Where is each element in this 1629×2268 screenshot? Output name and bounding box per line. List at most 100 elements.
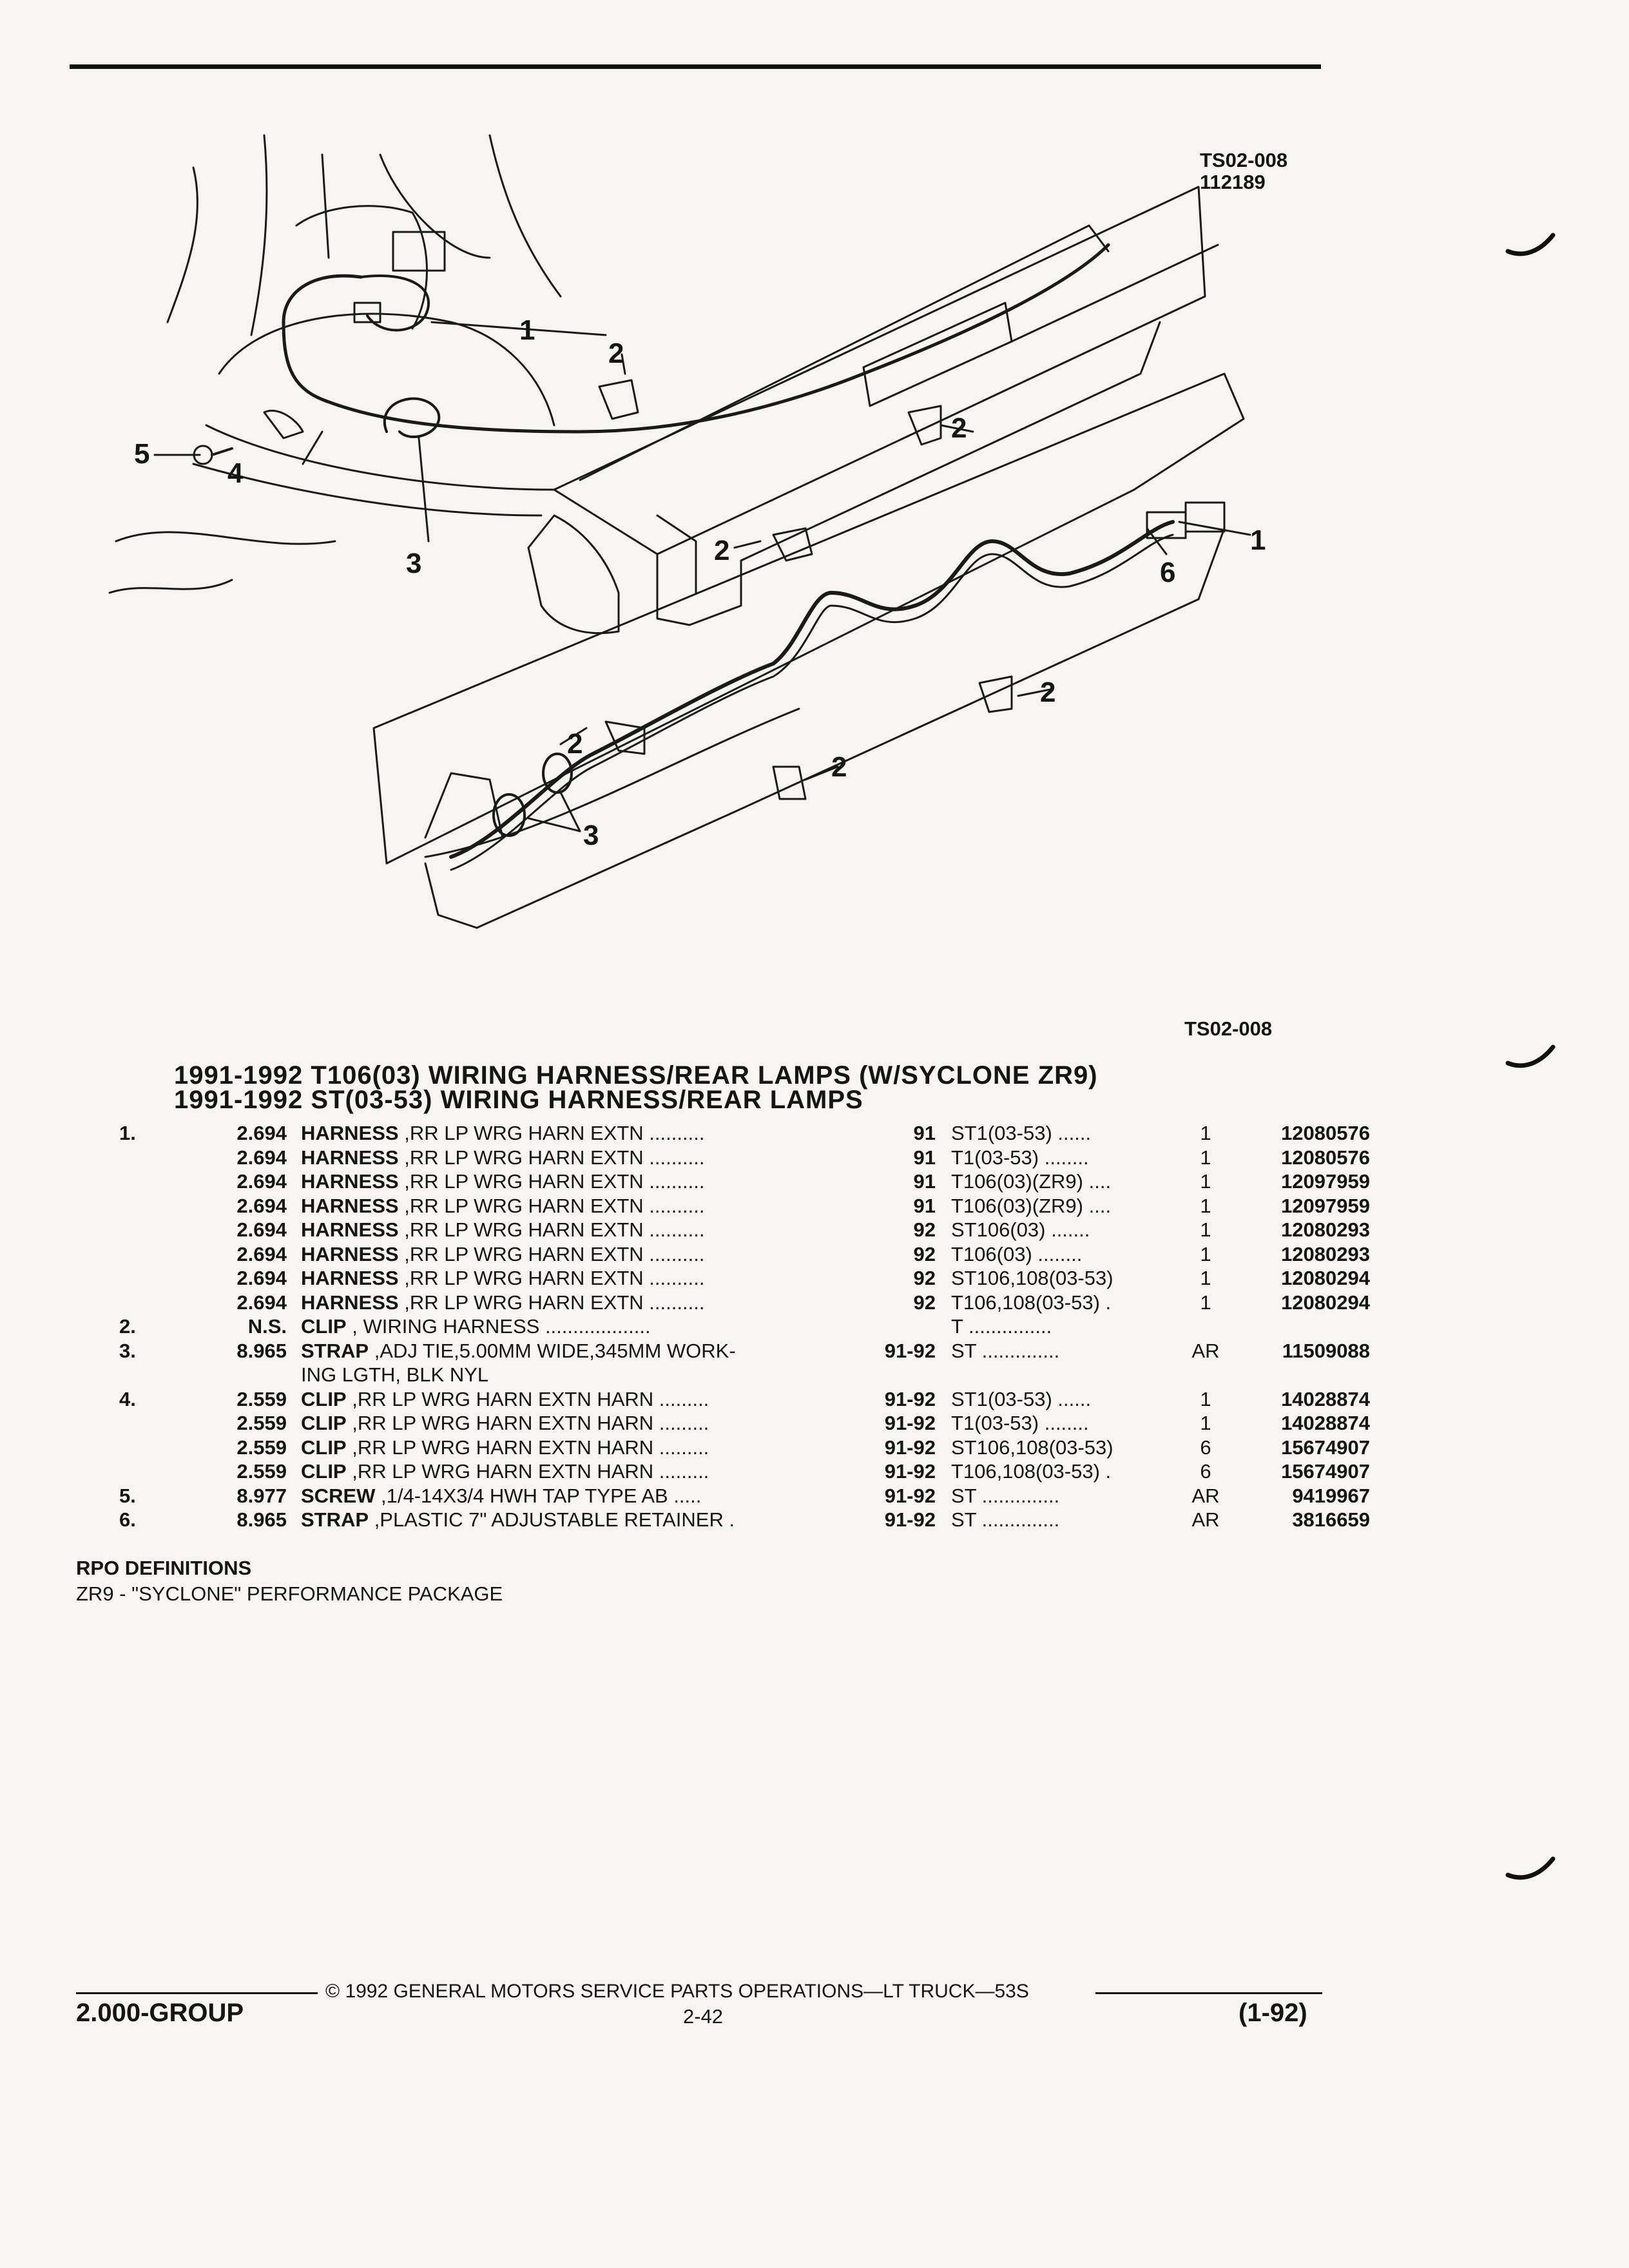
cell-part-number: 14028874 [1281, 1387, 1370, 1410]
leader-dots: .......... [643, 1194, 705, 1217]
cell-application: ST106,108(03-53) [951, 1267, 1113, 1289]
title-line-2: 1991-1992 ST(03-53) WIRING HARNESS/REAR … [174, 1086, 863, 1114]
cell-description: STRAP ,PLASTIC 7" ADJUSTABLE RETAINER . [301, 1508, 862, 1532]
cell-description: HARNESS ,RR LP WRG HARN EXTN .......... [301, 1121, 862, 1146]
cell-model-years: 91-92 [884, 1508, 936, 1531]
cell-part-number: 15674907 [1281, 1460, 1370, 1483]
cell-group-number: 2.559 [236, 1412, 287, 1434]
callout-5: 5 [134, 438, 150, 470]
cell-part-number [1222, 1314, 1370, 1339]
part-description: ,RR LP WRG HARN EXTN [398, 1146, 644, 1169]
part-name: CLIP [301, 1460, 347, 1483]
cell-model-years: 91-92 [884, 1460, 936, 1483]
cell-description: HARNESS ,RR LP WRG HARN EXTN .......... [301, 1291, 862, 1315]
table-row: 2.N.S.CLIP , WIRING HARNESS ............… [119, 1314, 1370, 1339]
cell-quantity: AR [1191, 1508, 1220, 1531]
cell-description: CLIP ,RR LP WRG HARN EXTN HARN ......... [301, 1459, 862, 1484]
part-description: ,RR LP WRG HARN EXTN HARN [346, 1412, 654, 1434]
part-name: HARNESS [301, 1291, 399, 1314]
part-name: SCREW [301, 1484, 376, 1507]
cell-application: T106(03) ........ [951, 1242, 1083, 1265]
cell-application: ST .............. [951, 1339, 1060, 1362]
cell-item-number [119, 1146, 200, 1170]
part-name: CLIP [301, 1315, 347, 1338]
cell-application [951, 1363, 1190, 1387]
cell-quantity [1190, 1314, 1222, 1339]
footer-page-number: 2-42 [683, 2005, 724, 2028]
rpo-definitions: RPO DEFINITIONS ZR9 - "SYCLONE" PERFORMA… [76, 1555, 503, 1607]
cell-quantity: 1 [1200, 1218, 1211, 1241]
cell-model-years: 91 [913, 1170, 936, 1193]
cell-part-number: 9419967 [1292, 1484, 1370, 1507]
cell-model-years: 91-92 [884, 1436, 936, 1459]
cell-application: ST106(03) ....... [951, 1218, 1090, 1241]
cell-quantity: 1 [1200, 1267, 1211, 1289]
cell-item-number: 3. [119, 1339, 136, 1362]
leader-dots: ..... [668, 1484, 702, 1507]
cell-application: T1(03-53) ........ [951, 1146, 1089, 1169]
leader-dots: .......... [643, 1267, 705, 1289]
cell-model-years: 92 [913, 1218, 936, 1241]
cell-quantity: 6 [1200, 1436, 1211, 1459]
cell-item-number: 4. [119, 1387, 136, 1410]
cell-part-number: 12080294 [1281, 1267, 1370, 1289]
cell-application: T106,108(03-53) . [951, 1291, 1112, 1314]
cell-description: CLIP , WIRING HARNESS ..................… [301, 1314, 862, 1339]
footer-group: 2.000-GROUP [76, 1999, 244, 2027]
part-name: HARNESS [301, 1267, 399, 1289]
cell-description: ING LGTH, BLK NYL [301, 1363, 862, 1387]
rpo-line: ZR9 - "SYCLONE" PERFORMANCE PACKAGE [76, 1582, 503, 1605]
cell-group-number: 2.694 [236, 1122, 287, 1144]
cell-item-number [119, 1169, 200, 1194]
cell-quantity: 1 [1200, 1291, 1211, 1314]
cell-quantity: 1 [1200, 1170, 1211, 1193]
cell-application: T ............... [951, 1315, 1052, 1338]
cell-application: T106,108(03-53) . [951, 1460, 1112, 1483]
figure-code-top: TS02-008 112189 [1200, 149, 1287, 193]
cell-application: T1(03-53) ........ [951, 1412, 1089, 1434]
leader-dots: ......... [653, 1436, 709, 1459]
cell-description: CLIP ,RR LP WRG HARN EXTN HARN ......... [301, 1387, 862, 1412]
callout-6: 6 [1160, 557, 1176, 588]
cell-group-number: 2.694 [236, 1291, 287, 1314]
wiring-harness-illustration: 1 2 2 3 4 5 1 6 2 2 2 2 3 [90, 129, 1295, 966]
cell-part-number: 12080294 [1281, 1291, 1370, 1314]
cell-description: HARNESS ,RR LP WRG HARN EXTN .......... [301, 1242, 862, 1267]
table-row: 2.694 HARNESS ,RR LP WRG HARN EXTN ......… [119, 1291, 1370, 1315]
cell-model-years [862, 1314, 951, 1339]
part-name: HARNESS [301, 1122, 399, 1144]
cell-description: SCREW ,1/4-14X3/4 HWH TAP TYPE AB ..... [301, 1484, 862, 1508]
part-name: HARNESS [301, 1218, 399, 1241]
part-description: ,ADJ TIE,5.00MM WIDE,345MM WORK- [369, 1339, 736, 1362]
cell-quantity: 1 [1200, 1412, 1211, 1434]
part-description: ,RR LP WRG HARN EXTN HARN [346, 1436, 654, 1459]
figure-date-code: 112189 [1200, 171, 1266, 193]
part-name: STRAP [301, 1508, 369, 1531]
callout-2-lower-right: 2 [1040, 677, 1056, 708]
footer-revision: (1-92) [1239, 1999, 1307, 2027]
cell-model-years: 91 [913, 1122, 936, 1144]
part-name: CLIP [301, 1387, 347, 1410]
cell-model-years: 91-92 [884, 1339, 936, 1362]
footer-copyright: © 1992 GENERAL MOTORS SERVICE PARTS OPER… [325, 1981, 1029, 2002]
leader-dots: ......... [653, 1460, 709, 1483]
cell-model-years: 91-92 [884, 1412, 936, 1434]
cell-model-years: 91 [913, 1194, 936, 1217]
cell-item-number [119, 1411, 200, 1436]
cell-item-number: 1. [119, 1122, 136, 1144]
cell-description: HARNESS ,RR LP WRG HARN EXTN .......... [301, 1169, 862, 1194]
callout-3-upper: 3 [406, 548, 422, 579]
cell-part-number: 12080293 [1281, 1242, 1370, 1265]
cell-item-number [119, 1363, 200, 1387]
cell-part-number: 12080576 [1281, 1146, 1370, 1169]
part-description: ,PLASTIC 7" ADJUSTABLE RETAINER [369, 1508, 724, 1531]
cell-application: ST1(03-53) ...... [951, 1122, 1092, 1144]
margin-mark-middle [1505, 1044, 1556, 1068]
table-row: ING LGTH, BLK NYL [119, 1363, 1370, 1387]
cell-part-number: 12097959 [1281, 1194, 1370, 1217]
part-description: ,RR LP WRG HARN EXTN [398, 1267, 644, 1289]
part-description: ING LGTH, BLK NYL [301, 1363, 489, 1386]
